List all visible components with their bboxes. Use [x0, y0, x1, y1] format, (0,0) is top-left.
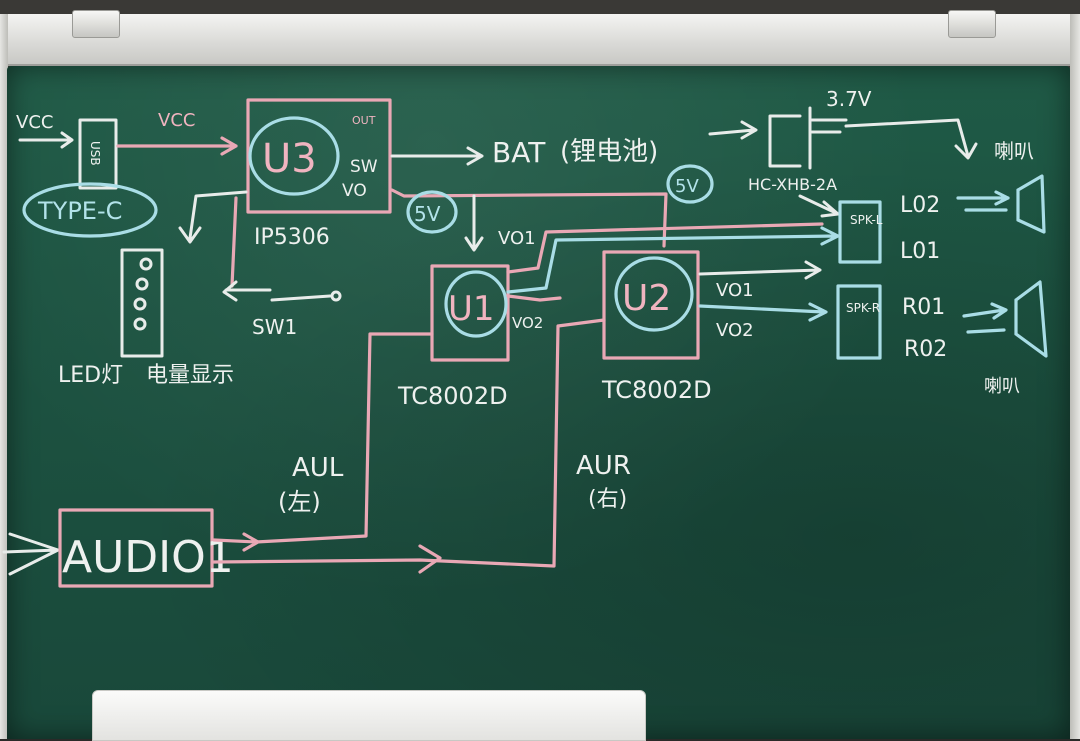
- aul-caption: (左): [278, 488, 321, 516]
- u3-box: [246, 98, 392, 214]
- audio-box: [58, 508, 214, 588]
- u3-part-label: IP5306: [254, 225, 330, 250]
- u2-box: [602, 250, 700, 360]
- connector-leads: [810, 118, 848, 134]
- u2-vo1-label: VO1: [716, 280, 754, 301]
- u2-label: U2: [622, 278, 671, 319]
- aur-label: AUR: [576, 451, 631, 481]
- five-volt-a-ring: [406, 190, 458, 234]
- vcc-input-label: VCC: [16, 112, 53, 133]
- sw-to-bat-arrow: [390, 146, 484, 166]
- speaker-top-label: 喇叭: [994, 139, 1034, 163]
- board-eraser: [92, 690, 646, 741]
- u1-vo1-wire: [506, 222, 824, 274]
- u3-ring: [248, 116, 340, 196]
- right-jack-label: SPK-R: [846, 301, 880, 315]
- led-4-icon: [133, 317, 147, 331]
- frame-right-rail: [1070, 14, 1080, 739]
- u1-label: U1: [448, 289, 495, 329]
- right-speaker-icon: [1014, 280, 1048, 358]
- sw1-lead: [230, 196, 238, 288]
- u1-box: [430, 264, 510, 362]
- u2-ring: [614, 256, 694, 332]
- aul-label: AUL: [292, 453, 344, 483]
- u1-ring: [444, 270, 508, 338]
- battery-to-left-jack-arrow: [798, 194, 840, 218]
- bat-label: BAT: [492, 136, 546, 169]
- aul-wire: [254, 332, 434, 544]
- bat-caption: (锂电池): [560, 137, 658, 167]
- r02-label: R02: [904, 337, 947, 362]
- r01-label: R01: [902, 295, 945, 320]
- led-3-icon: [133, 297, 147, 311]
- left-speaker-icon: [1016, 174, 1046, 234]
- right-speaker-arrow: [962, 302, 1008, 334]
- frame-clip-left: [72, 10, 120, 38]
- sw1-contact: [330, 290, 342, 302]
- u1-part-label: TC8002D: [397, 382, 508, 410]
- v37-label: 3.7V: [826, 87, 872, 111]
- type-c-port-label: USB: [88, 141, 102, 166]
- frame-left-rail: [0, 14, 8, 739]
- five-volt-bus: [390, 188, 668, 248]
- frame-clip-right: [948, 10, 996, 38]
- left-speaker-arrow: [956, 190, 1010, 212]
- u3-pin-sw: SW: [350, 157, 378, 177]
- sw1-label: SW1: [252, 315, 297, 339]
- chalkboard: [7, 66, 1070, 739]
- sw1-lever: [270, 294, 332, 302]
- u3-pin-out: OUT: [352, 114, 376, 127]
- battery-to-speaker-arrow: [844, 118, 978, 160]
- l02-label: L02: [900, 193, 940, 218]
- u2-vo2-label: VO2: [716, 320, 754, 341]
- bat-to-connector-arrow: [708, 120, 758, 140]
- five-volt-b-label: 5V: [675, 176, 699, 197]
- aur-wire: [212, 318, 606, 568]
- led-label: LED灯: [58, 363, 123, 388]
- five-volt-a-label: 5V: [414, 202, 441, 226]
- frame-top-rail: [0, 14, 1080, 66]
- left-jack-box: [838, 200, 882, 264]
- vcc-input-arrow: [18, 131, 74, 149]
- u2-part-label: TC8002D: [601, 376, 712, 404]
- u1-vo2-wire: [506, 226, 840, 294]
- u1-vo2-lead: [506, 294, 562, 302]
- type-c-label: TYPE-C: [37, 197, 122, 225]
- aur-arrow: [418, 544, 442, 574]
- l01-label: L01: [900, 239, 940, 264]
- battery-connector: [768, 106, 812, 170]
- sw1-arrow: [222, 280, 272, 302]
- aur-caption: (右): [588, 487, 627, 512]
- right-jack-box: [836, 284, 882, 360]
- u3-to-led-arrow: [178, 190, 248, 244]
- u2-vo2-arrow: [698, 302, 828, 322]
- u1-vo2-label: VO2: [512, 314, 543, 332]
- vcc-to-u3-arrow: [116, 136, 238, 156]
- audio-input-arrow: [2, 532, 60, 576]
- five-volt-to-u1-arrow: [464, 194, 484, 252]
- led-caption: 电量显示: [146, 363, 234, 388]
- u1-vo1-label: VO1: [498, 228, 536, 249]
- led-2-icon: [135, 277, 149, 291]
- u3-pin-vo: VO: [342, 181, 367, 201]
- left-jack-label: SPK-L: [850, 213, 883, 227]
- audio-label: AUDIO1: [62, 532, 234, 583]
- five-volt-b-ring: [666, 164, 714, 204]
- led-strip: [120, 248, 164, 358]
- vcc-arrow-label: VCC: [158, 110, 195, 131]
- u3-label: U3: [262, 136, 317, 182]
- connector-label: HC-XHB-2A: [748, 175, 837, 194]
- u2-vo1-arrow: [698, 260, 822, 280]
- led-1-icon: [139, 257, 153, 271]
- type-c-ellipse: [22, 182, 158, 238]
- type-c-connector: [78, 118, 118, 190]
- speaker-bottom-label: 喇叭: [984, 376, 1020, 397]
